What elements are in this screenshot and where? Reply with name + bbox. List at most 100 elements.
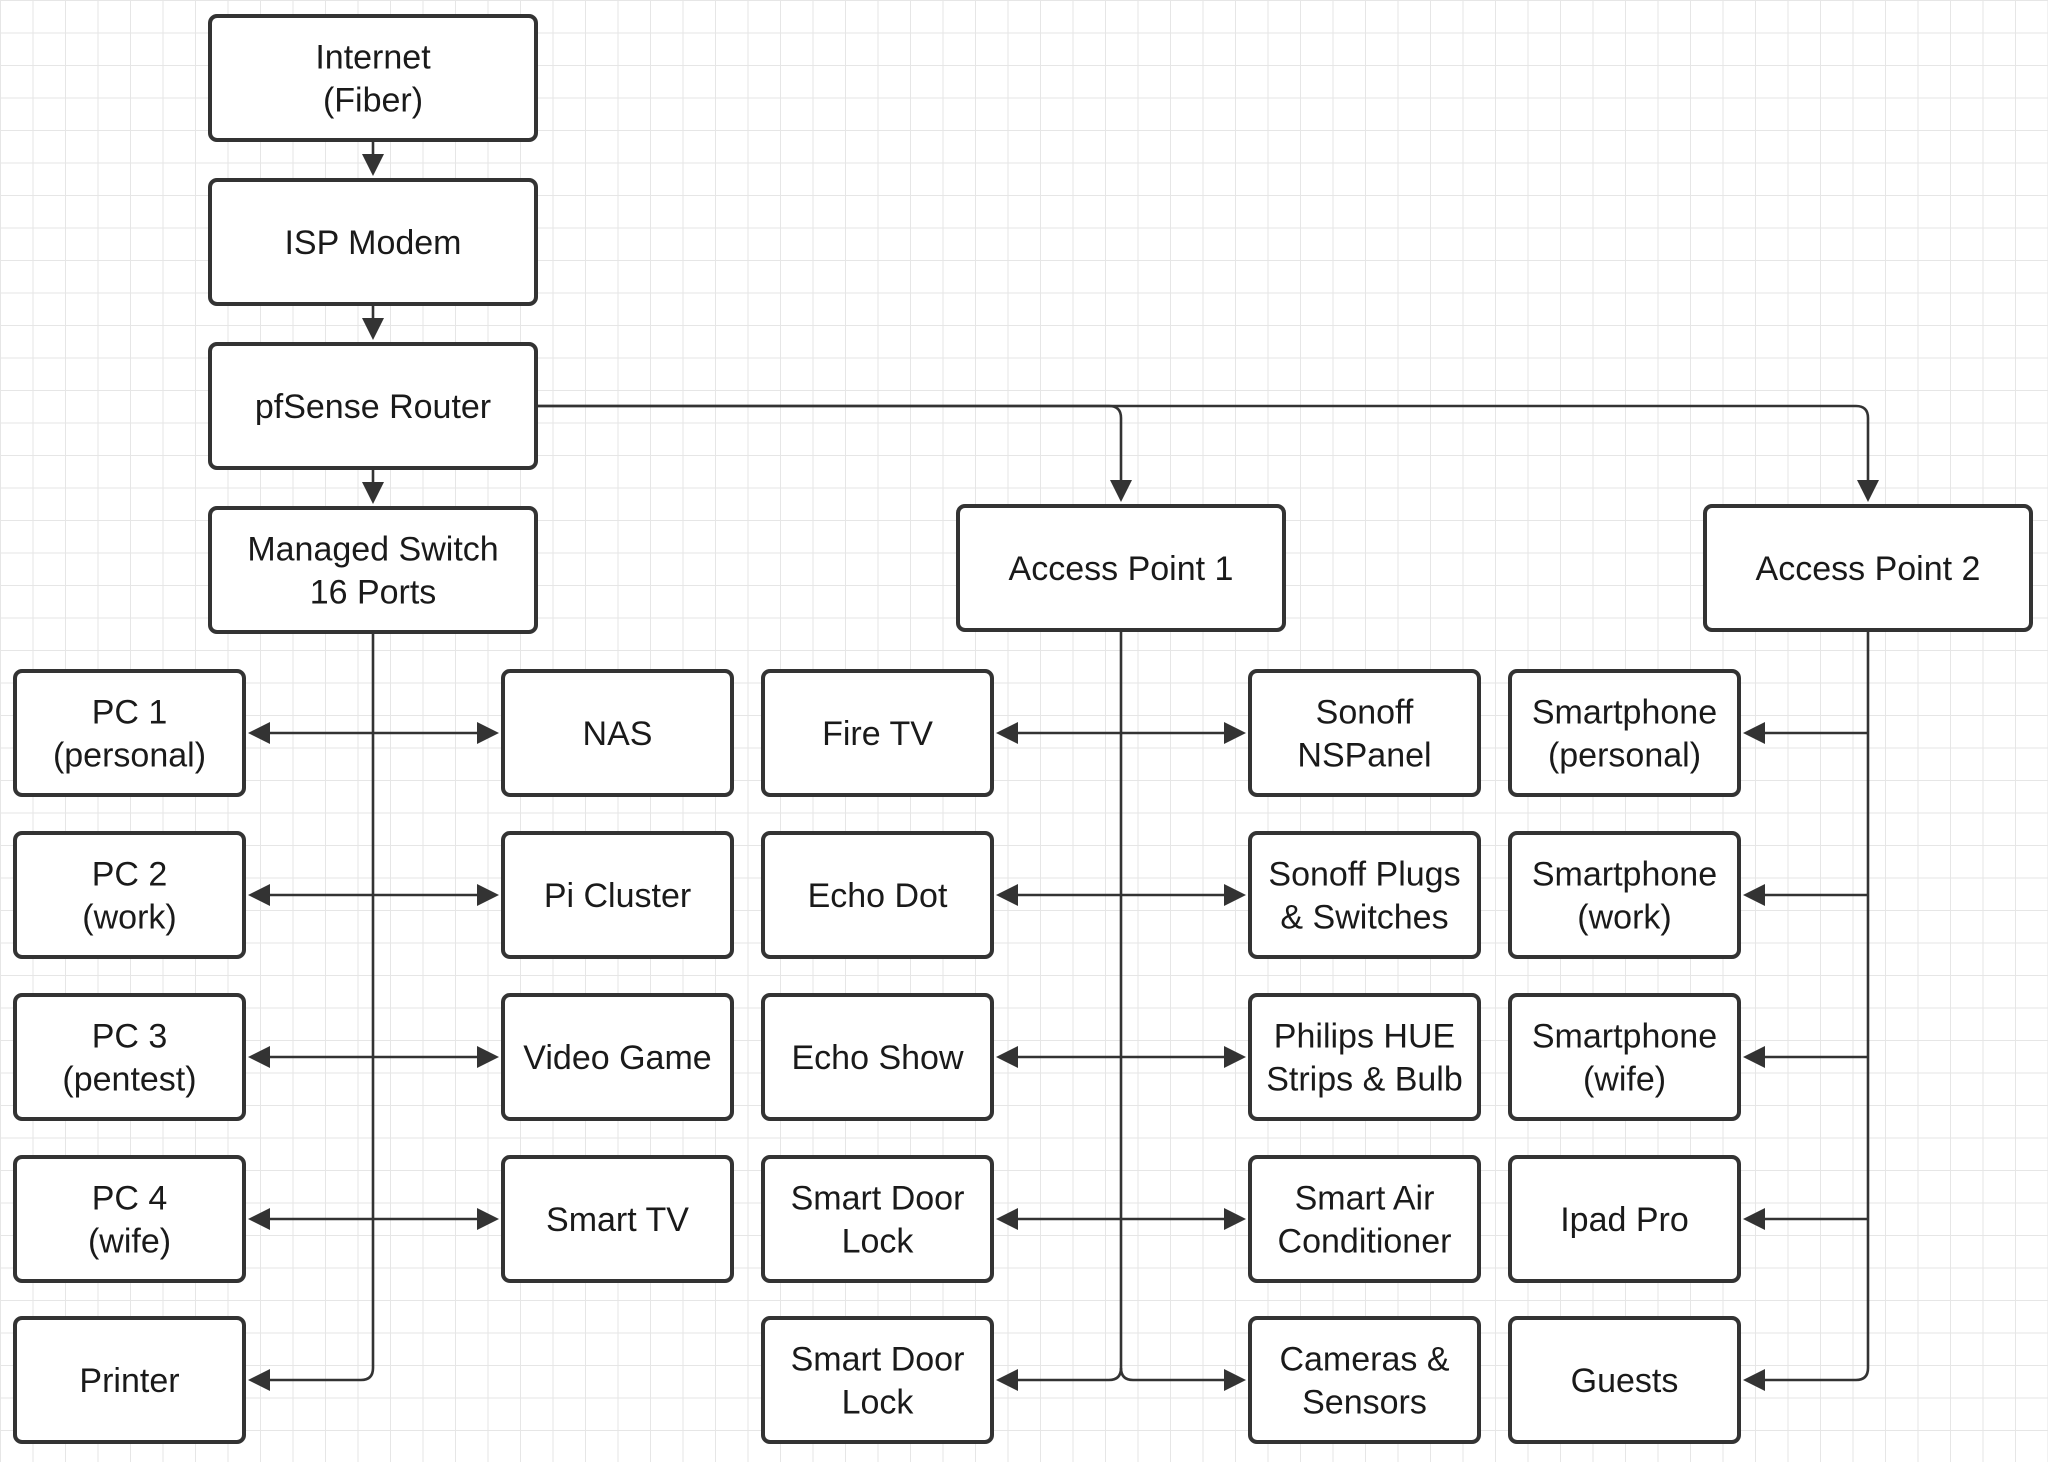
node-label: Access Point 2 [1756,550,1981,588]
arrowhead-smart_door_lock_2 [996,1369,1018,1391]
node-box [13,669,246,797]
node-label: NSPanel [1297,737,1431,775]
arrowhead-cameras [1224,1369,1246,1391]
node-box [1508,993,1741,1121]
node-box [208,14,538,142]
arrowhead-fire_tv [996,722,1018,744]
node-label: & Switches [1280,899,1448,937]
node-pc3: PC 3 (pentest) [13,993,246,1121]
arrowhead-isp_modem [362,154,384,176]
node-smart-tv: Smart TV [501,1155,734,1283]
node-router: pfSense Router [208,342,538,470]
node-label: 16 Ports [310,574,437,612]
node-label: Smartphone [1532,694,1717,732]
arrowhead-managed_switch [362,482,384,504]
node-cameras: Cameras & Sensors [1248,1316,1481,1444]
node-pc1: PC 1(personal) [13,669,246,797]
node-box [761,1155,994,1283]
node-label: (work) [82,899,176,937]
node-label: Smart TV [546,1201,689,1239]
node-label: Sensors [1302,1384,1427,1422]
node-label: (personal) [53,737,206,775]
node-label: PC 2 [92,856,168,894]
node-pi-cluster: Pi Cluster [501,831,734,959]
node-box [1508,1316,1741,1444]
node-label: (wife) [88,1223,171,1261]
arrowhead-smart_tv [477,1208,499,1230]
node-label: Echo Show [792,1039,964,1077]
node-box [956,504,1286,632]
edge-managed_switch-to-printer [268,1367,375,1382]
node-label: Lock [842,1223,915,1261]
node-internet: Internet (Fiber) [208,14,538,142]
edge-access_point_1-to-smart_door_lock_2 [1016,1367,1123,1382]
node-label: Conditioner [1278,1223,1452,1261]
node-box [208,506,538,634]
node-label: Strips & Bulb [1266,1061,1463,1099]
node-access-point-1: Access Point 1 [956,504,1286,632]
node-phone-personal: Smartphone (personal) [1508,669,1741,797]
arrowhead-smart_ac [1224,1208,1246,1230]
node-phone-wife: Smartphone(wife) [1508,993,1741,1121]
node-fire-tv: Fire TV [761,669,994,797]
arrowhead-video_game [477,1046,499,1068]
node-label: (Fiber) [323,82,423,120]
node-box [1248,831,1481,959]
arrowhead-pc3 [248,1046,270,1068]
arrowhead-echo_dot [996,884,1018,906]
node-access-point-2: Access Point 2 [1703,504,2033,632]
node-label: NAS [583,715,653,753]
node-box [1248,669,1481,797]
arrowhead-access_point_1 [1110,480,1132,502]
node-box [1248,993,1481,1121]
connections-layer [248,140,1879,1391]
arrowhead-phone_work [1743,884,1765,906]
edge-router-to-access_point_2 [536,404,1870,482]
node-box [1248,1155,1481,1283]
node-label: Echo Dot [808,877,948,915]
node-label: Smartphone [1532,1018,1717,1056]
edge-access_point_1-to-cameras [1119,1367,1226,1382]
node-box [13,993,246,1121]
node-label: Smart Door [791,1180,965,1218]
node-ipad: Ipad Pro [1508,1155,1741,1283]
node-box [761,831,994,959]
node-sonoff-plugs: Sonoff Plugs& Switches [1248,831,1481,959]
arrowhead-nas [477,722,499,744]
node-box [761,993,994,1121]
arrowhead-access_point_2 [1857,480,1879,502]
node-box [208,178,538,306]
node-label: Internet [315,39,431,77]
node-box [1703,504,2033,632]
node-box [761,669,994,797]
node-echo-show: Echo Show [761,993,994,1121]
node-isp-modem: ISP Modem [208,178,538,306]
node-label: Smart Door [791,1341,965,1379]
node-label: (personal) [1548,737,1701,775]
edge-router-to-access_point_1 [536,404,1123,482]
node-label: Fire TV [822,715,933,753]
node-box [501,993,734,1121]
node-label: Video Game [523,1039,711,1077]
node-label: Cameras & [1279,1341,1449,1379]
node-box [13,831,246,959]
node-box [13,1316,246,1444]
node-box [501,669,734,797]
node-label: (pentest) [62,1061,196,1099]
arrowhead-sonoff_plugs [1224,884,1246,906]
node-box [13,1155,246,1283]
node-label: PC 3 [92,1018,168,1056]
node-label: Pi Cluster [544,877,691,915]
node-printer: Printer [13,1316,246,1444]
node-label: Smart Air [1295,1180,1435,1218]
node-box [1508,831,1741,959]
node-pc2: PC 2 (work) [13,831,246,959]
node-label: Ipad Pro [1560,1201,1689,1239]
node-label: PC 4 [92,1180,168,1218]
node-label: Guests [1571,1362,1679,1400]
edge-access_point_2-to-guests [1763,1367,1870,1382]
